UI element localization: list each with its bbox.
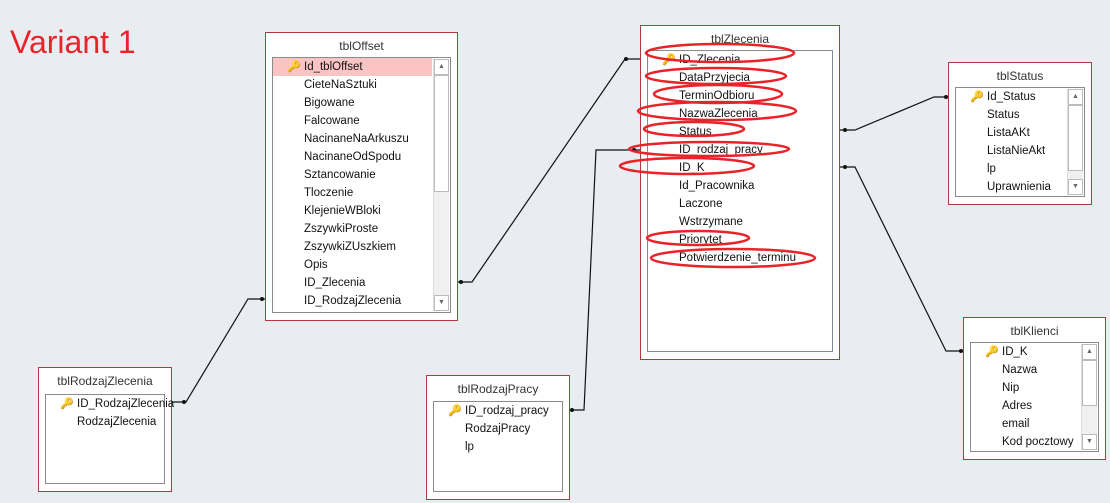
scroll-thumb[interactable] xyxy=(434,75,449,192)
field-row[interactable]: Opis xyxy=(304,259,328,271)
primary-key-icon: 🔑 xyxy=(287,61,301,73)
field-row[interactable]: ListaNieAkt xyxy=(987,145,1046,157)
field-row[interactable]: Falcowane xyxy=(304,115,360,127)
field-row[interactable]: Uprawnienia xyxy=(987,181,1051,193)
scrollbar[interactable]: ▲▼ xyxy=(1081,344,1097,450)
field-row[interactable]: 🔑ID_rodzaj_pracy xyxy=(434,402,562,420)
table-tblzlecenia[interactable]: tblZlecenia 🔑ID_Zlecenia DataPrzyjecia T… xyxy=(640,25,840,360)
field-list[interactable]: 🔑Id_Status Status ListaAKt ListaNieAkt l… xyxy=(955,87,1085,197)
scroll-up-icon[interactable]: ▲ xyxy=(1082,344,1097,360)
field-row[interactable]: Potwierdzenie_terminu xyxy=(679,252,796,264)
rel-offset-zlecenia xyxy=(458,58,640,283)
field-list[interactable]: 🔑ID_rodzaj_pracy RodzajPracy lp xyxy=(433,401,563,492)
primary-key-icon: 🔑 xyxy=(60,398,74,410)
field-row[interactable]: NacinaneOdSpodu xyxy=(304,151,402,163)
scrollbar[interactable]: ▲▼ xyxy=(1067,89,1083,195)
field-row[interactable]: lp xyxy=(465,441,474,453)
field-row[interactable]: NazwaZlecenia xyxy=(679,108,758,120)
field-row[interactable]: Status xyxy=(679,126,712,138)
field-row[interactable]: 🔑ID_RodzajZlecenia xyxy=(46,395,174,413)
field-row[interactable]: Wstrzymane xyxy=(679,216,743,228)
field-list[interactable]: 🔑ID_Zlecenia DataPrzyjecia TerminOdbioru… xyxy=(647,50,833,352)
scroll-down-icon[interactable]: ▼ xyxy=(1082,434,1097,450)
primary-key-icon: 🔑 xyxy=(662,54,676,66)
field-row[interactable]: ZszywkiProste xyxy=(304,223,379,235)
field-row[interactable]: RodzajZlecenia xyxy=(77,416,157,428)
field-row[interactable]: Nazwa xyxy=(1002,364,1038,376)
field-list[interactable]: 🔑ID_RodzajZlecenia RodzajZlecenia xyxy=(45,394,174,484)
scroll-up-icon[interactable]: ▲ xyxy=(1068,89,1083,105)
field-row[interactable]: lp xyxy=(987,163,996,175)
scroll-down-icon[interactable]: ▼ xyxy=(434,295,449,311)
field-row[interactable]: Status xyxy=(987,109,1020,121)
primary-key-icon: 🔑 xyxy=(985,346,999,358)
field-row[interactable]: Sztancowanie xyxy=(304,169,376,181)
field-row[interactable]: ListaAKt xyxy=(987,127,1030,139)
table-tblrodzajzlecenia[interactable]: tblRodzajZlecenia 🔑ID_RodzajZlecenia Rod… xyxy=(38,367,174,492)
field-row[interactable]: RodzajPracy xyxy=(465,423,531,435)
scroll-down-icon[interactable]: ▼ xyxy=(1068,179,1083,195)
field-row[interactable]: ID_Zlecenia xyxy=(304,277,366,289)
field-row[interactable]: CieteNaSztuki xyxy=(304,79,377,91)
field-row[interactable]: DataPrzyjecia xyxy=(679,72,750,84)
table-tblstatus[interactable]: tblStatus 🔑Id_Status Status ListaAKt Lis… xyxy=(948,62,1092,205)
field-row[interactable]: ID_RodzajZlecenia xyxy=(304,295,402,307)
table-tblrodzajpracy[interactable]: tblRodzajPracy 🔑ID_rodzaj_pracy RodzajPr… xyxy=(426,375,570,500)
table-title[interactable]: tblRodzajZlecenia xyxy=(57,374,153,388)
field-row[interactable]: email xyxy=(1002,418,1030,430)
rel-rodzajpracy-zlecenia xyxy=(570,149,640,411)
table-title[interactable]: tblZlecenia xyxy=(710,32,770,46)
field-row[interactable]: 🔑ID_Zlecenia xyxy=(648,51,832,69)
primary-key-icon: 🔑 xyxy=(970,91,984,103)
field-row[interactable]: 🔑ID_K xyxy=(971,343,1098,361)
field-row[interactable]: NacinaneNaArkuszu xyxy=(304,133,409,145)
primary-key-icon: 🔑 xyxy=(448,405,462,417)
field-row[interactable]: Adres xyxy=(1002,400,1033,412)
rel-klienci-zlecenia xyxy=(840,166,963,352)
scrollbar[interactable]: ▲▼ xyxy=(433,59,449,311)
rel-rodzajzlecenia-offset xyxy=(172,298,265,403)
table-title[interactable]: tblStatus xyxy=(996,69,1044,83)
field-row[interactable]: ZszywkiZUszkiem xyxy=(304,241,396,253)
table-title[interactable]: tblKlienci xyxy=(1010,324,1059,338)
field-row[interactable]: KlejenieWBloki xyxy=(304,205,381,217)
field-row[interactable]: ID_rodzaj_pracy xyxy=(679,144,763,156)
field-row[interactable]: Nip xyxy=(1002,382,1020,394)
table-tblklienci[interactable]: tblKlienci 🔑ID_K Nazwa Nip Adres email K… xyxy=(963,317,1106,460)
scroll-thumb[interactable] xyxy=(1068,105,1083,171)
field-row[interactable]: Bigowane xyxy=(304,97,355,109)
field-row[interactable]: Id_Pracownika xyxy=(679,180,755,192)
field-row[interactable]: TerminOdbioru xyxy=(679,90,755,102)
scroll-thumb[interactable] xyxy=(1082,360,1097,406)
table-tbloffset[interactable]: tblOffset 🔑Id_tblOffset CieteNaSztuki Bi… xyxy=(265,32,458,321)
rel-status-zlecenia xyxy=(840,96,948,131)
field-row[interactable]: Laczone xyxy=(679,198,723,210)
field-list[interactable]: 🔑ID_K Nazwa Nip Adres email Kod pocztowy… xyxy=(970,342,1099,452)
field-row[interactable]: 🔑Id_tblOffset xyxy=(273,58,432,76)
table-title[interactable]: tblOffset xyxy=(339,39,384,53)
variant-label: Variant 1 xyxy=(10,24,136,60)
scroll-up-icon[interactable]: ▲ xyxy=(434,59,449,75)
table-title[interactable]: tblRodzajPracy xyxy=(457,382,539,396)
field-row[interactable]: Kod pocztowy xyxy=(1002,436,1074,448)
field-row[interactable]: Tloczenie xyxy=(304,187,354,199)
field-row[interactable]: 🔑Id_Status xyxy=(956,88,1084,106)
field-list[interactable]: 🔑Id_tblOffset CieteNaSztuki Bigowane Fal… xyxy=(272,57,451,313)
field-row[interactable]: ID_K xyxy=(679,162,705,174)
field-row[interactable]: Priorytet xyxy=(679,234,722,246)
